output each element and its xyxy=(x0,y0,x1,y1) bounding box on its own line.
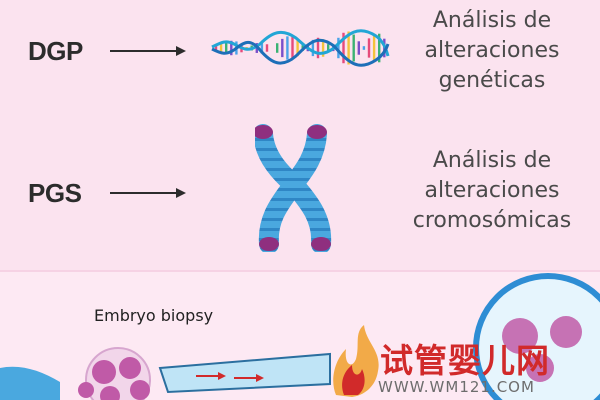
pipette-icon xyxy=(158,352,331,394)
dgp-label: DGP xyxy=(28,36,83,66)
watermark-overlay xyxy=(333,325,379,397)
dgp-desc-line-3: genéticas xyxy=(438,68,546,93)
chromosome-icon xyxy=(255,124,332,252)
arrow-right-icon xyxy=(110,188,186,198)
watermark-url: WWW.WM121.COM xyxy=(378,378,535,396)
pgs-desc-line-2: alteraciones xyxy=(424,178,560,203)
embryo-cell-icon xyxy=(78,357,150,400)
pgs-description: Análisis de alteraciones cromosómicas xyxy=(392,146,592,236)
pgs-desc-line-1: Análisis de xyxy=(432,148,552,173)
dna-helix-icon xyxy=(211,29,390,67)
dgp-description: Análisis de alteraciones genéticas xyxy=(392,6,592,96)
embryo-biopsy-caption: Embryo biopsy xyxy=(94,306,214,325)
pgs-label: PGS xyxy=(28,178,82,208)
watermark-title: 试管婴儿网 xyxy=(380,341,550,380)
dgp-desc-line-2: alteraciones xyxy=(424,38,560,63)
section-divider xyxy=(0,270,600,272)
pgs-desc-line-3: cromosómicas xyxy=(412,208,572,233)
arrow-right-icon xyxy=(110,46,186,56)
dgp-desc-line-1: Análisis de xyxy=(432,8,552,33)
embryo-biopsy-illustration xyxy=(0,272,600,400)
flame-logo-icon xyxy=(333,325,379,397)
